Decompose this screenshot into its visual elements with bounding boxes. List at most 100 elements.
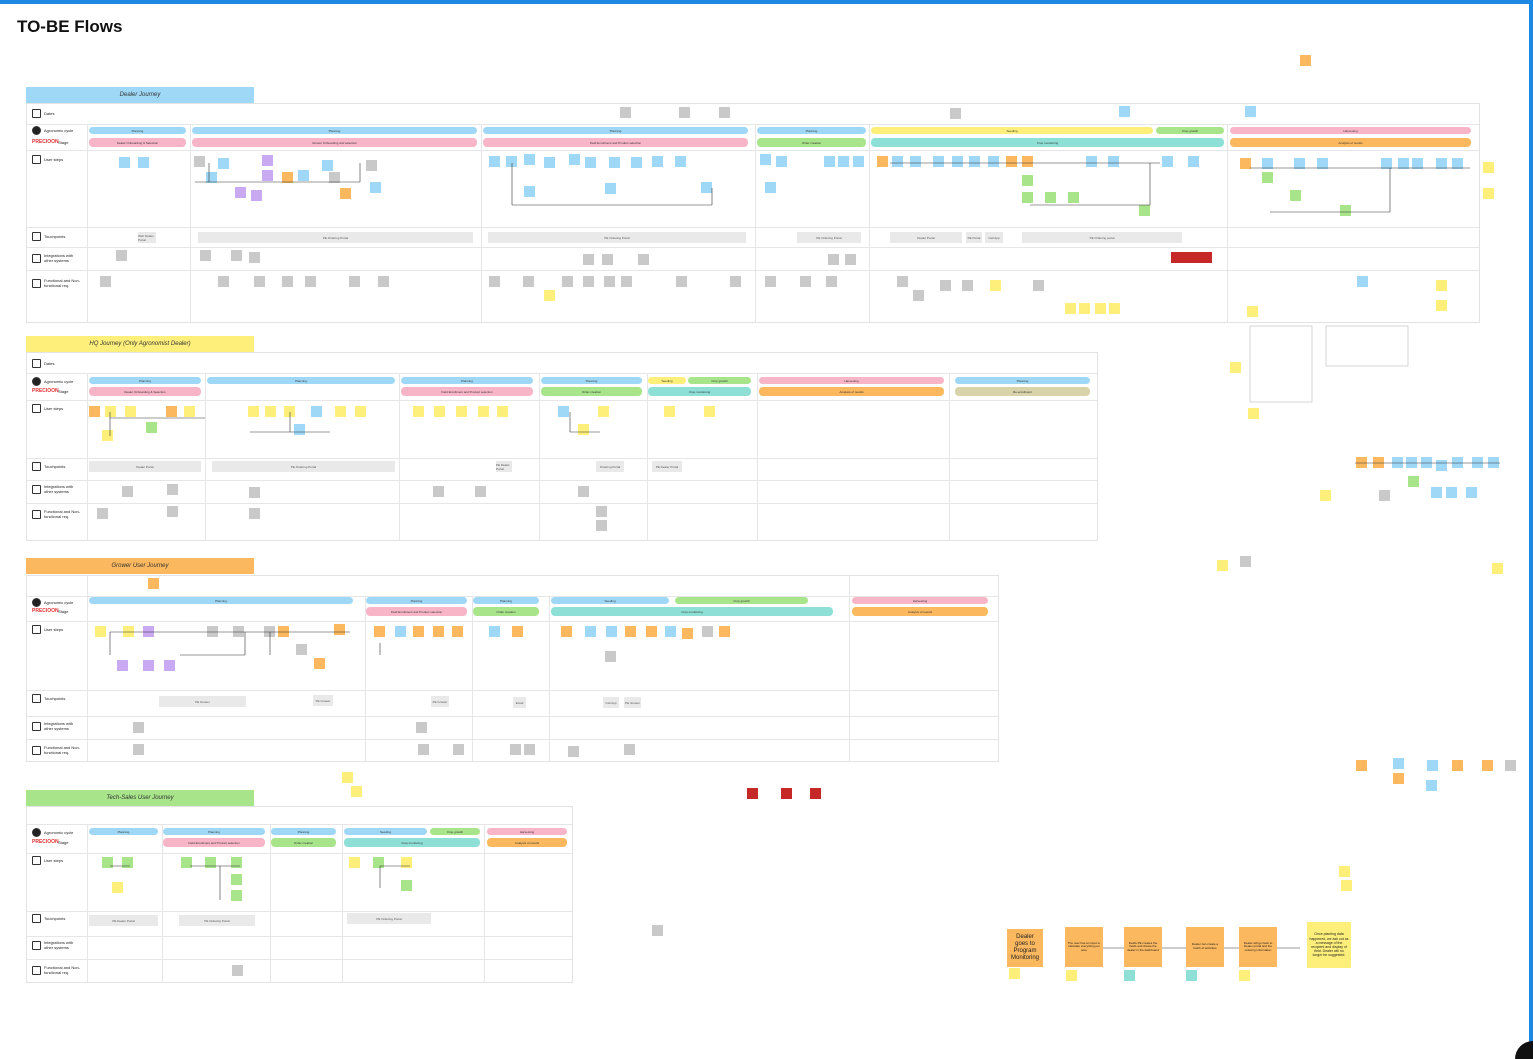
- help-corner-button[interactable]: [1515, 1041, 1533, 1059]
- sticky-note[interactable]: [1426, 780, 1437, 791]
- sticky-note[interactable]: [524, 186, 535, 197]
- cycle-pill[interactable]: Harvesting: [759, 377, 944, 384]
- sticky-note[interactable]: [401, 857, 412, 868]
- sticky-note[interactable]: [1290, 190, 1301, 201]
- sticky-note[interactable]: [1406, 457, 1417, 468]
- sticky-note[interactable]: [704, 406, 715, 417]
- sticky-note[interactable]: [335, 406, 346, 417]
- monitoring-headline-note[interactable]: Dealer goes to Program Monitoring: [1007, 929, 1043, 967]
- journey-header-dealer[interactable]: Dealer Journey: [26, 87, 254, 103]
- sticky-note[interactable]: [598, 406, 609, 417]
- sticky-note[interactable]: [1240, 158, 1251, 169]
- sticky-note[interactable]: [418, 744, 429, 755]
- sticky-note[interactable]: [828, 254, 839, 265]
- sticky-note[interactable]: [122, 857, 133, 868]
- sticky-note[interactable]: [583, 276, 594, 287]
- sticky-note[interactable]: [296, 644, 307, 655]
- sticky-note[interactable]: [1317, 158, 1328, 169]
- sticky-note[interactable]: [1022, 156, 1033, 167]
- sticky-note[interactable]: [1188, 156, 1199, 167]
- sticky-note[interactable]: [1488, 457, 1499, 468]
- sticky-note[interactable]: [133, 722, 144, 733]
- sticky-note[interactable]: [148, 578, 159, 589]
- stage-pill[interactable]: Order creation: [271, 838, 336, 847]
- cycle-pill[interactable]: Planning: [366, 597, 467, 604]
- journey-header-hq[interactable]: HQ Journey (Only Agronomist Dealer): [26, 336, 254, 352]
- touchpoint[interactable]: Cell App: [985, 232, 1003, 243]
- sticky-note[interactable]: [1119, 106, 1130, 117]
- sticky-note[interactable]: [605, 183, 616, 194]
- cycle-pill[interactable]: Planning: [163, 828, 265, 835]
- sticky-note[interactable]: [1247, 306, 1258, 317]
- sticky-note[interactable]: [1171, 252, 1182, 263]
- sticky-note[interactable]: [340, 188, 351, 199]
- sticky-note[interactable]: [231, 857, 242, 868]
- cycle-pill[interactable]: Planning: [89, 127, 186, 134]
- cycle-pill[interactable]: Harvesting: [852, 597, 988, 604]
- sticky-note[interactable]: [1379, 490, 1390, 501]
- journey-header-grower[interactable]: Grower User Journey: [26, 558, 254, 574]
- sticky-note[interactable]: [311, 406, 322, 417]
- sticky-note[interactable]: [1068, 192, 1079, 203]
- sticky-note[interactable]: [1124, 970, 1135, 981]
- sticky-note[interactable]: [1393, 758, 1404, 769]
- sticky-note[interactable]: [524, 744, 535, 755]
- sticky-note[interactable]: [248, 406, 259, 417]
- stage-pill[interactable]: Dealer Onboarding & Selection: [89, 387, 201, 396]
- sticky-note[interactable]: [366, 160, 377, 171]
- sticky-note[interactable]: [167, 484, 178, 495]
- sticky-note[interactable]: [235, 187, 246, 198]
- stage-pill[interactable]: Analysis of results: [759, 387, 944, 396]
- cycle-pill[interactable]: Harvesting: [487, 828, 567, 835]
- cycle-pill[interactable]: Planning: [89, 597, 353, 604]
- sticky-note[interactable]: [342, 772, 353, 783]
- sticky-note[interactable]: [1086, 156, 1097, 167]
- sticky-note[interactable]: [1482, 760, 1493, 771]
- sticky-note[interactable]: [596, 506, 607, 517]
- cycle-pill[interactable]: Planning: [192, 127, 477, 134]
- cycle-pill[interactable]: Crop growth: [430, 828, 480, 835]
- sticky-note[interactable]: [682, 628, 693, 639]
- sticky-note[interactable]: [349, 276, 360, 287]
- sticky-note[interactable]: [1045, 192, 1056, 203]
- sticky-note[interactable]: [278, 626, 289, 637]
- sticky-note[interactable]: [231, 874, 242, 885]
- touchpoint[interactable]: Cell App: [603, 697, 619, 708]
- sticky-note[interactable]: [1483, 188, 1494, 199]
- sticky-note[interactable]: [765, 182, 776, 193]
- sticky-note[interactable]: [1412, 158, 1423, 169]
- monitoring-step-note[interactable]: The user has an input to calculate every…: [1065, 927, 1103, 967]
- sticky-note[interactable]: [95, 626, 106, 637]
- stage-pill[interactable]: Crop monitoring: [648, 387, 751, 396]
- sticky-note[interactable]: [452, 626, 463, 637]
- touchpoint[interactable]: PE Ordering portal: [1022, 232, 1182, 243]
- cycle-pill[interactable]: Planning: [207, 377, 395, 384]
- sticky-note[interactable]: [1408, 476, 1419, 487]
- sticky-note[interactable]: [853, 156, 864, 167]
- sticky-note[interactable]: [351, 786, 362, 797]
- cycle-pill[interactable]: Planning: [473, 597, 539, 604]
- sticky-note[interactable]: [1339, 866, 1350, 877]
- sticky-note[interactable]: [456, 406, 467, 417]
- sticky-note[interactable]: [249, 508, 260, 519]
- sticky-note[interactable]: [453, 744, 464, 755]
- stage-pill[interactable]: Analysis of results: [1230, 138, 1471, 147]
- monitoring-step-note[interactable]: Dealer can create a batch of activities: [1186, 927, 1224, 967]
- sticky-note[interactable]: [416, 722, 427, 733]
- touchpoint[interactable]: PE Grower: [159, 696, 246, 707]
- sticky-note[interactable]: [194, 156, 205, 167]
- sticky-note[interactable]: [334, 624, 345, 635]
- sticky-note[interactable]: [370, 182, 381, 193]
- sticky-note[interactable]: [1217, 560, 1228, 571]
- sticky-note[interactable]: [102, 857, 113, 868]
- sticky-note[interactable]: [602, 254, 613, 265]
- cycle-pill[interactable]: Seeding: [871, 127, 1153, 134]
- sticky-note[interactable]: [181, 857, 192, 868]
- sticky-note[interactable]: [433, 486, 444, 497]
- touchpoint[interactable]: PE Ordering Portal: [179, 915, 255, 926]
- sticky-note[interactable]: [205, 857, 216, 868]
- stage-pill[interactable]: Crop monitoring: [871, 138, 1224, 147]
- sticky-note[interactable]: [1191, 252, 1202, 263]
- cycle-pill[interactable]: Planning: [483, 127, 748, 134]
- sticky-note[interactable]: [569, 154, 580, 165]
